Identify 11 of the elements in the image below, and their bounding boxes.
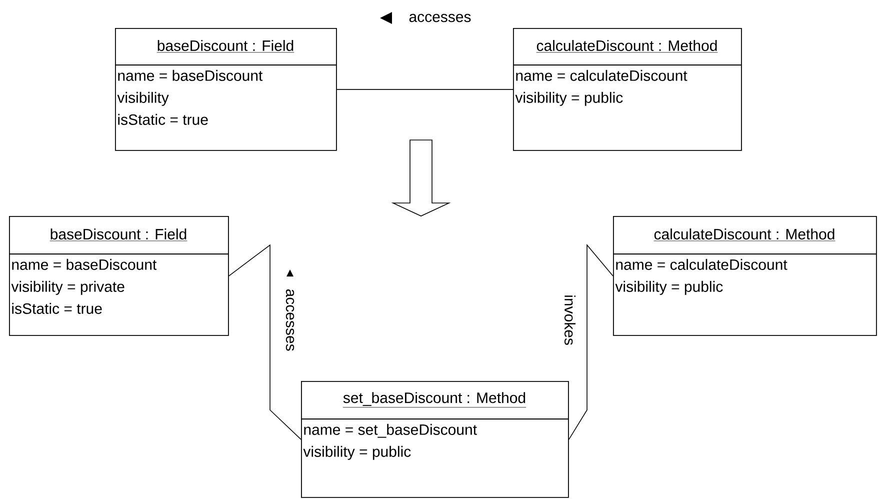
object-box: baseDiscount : Field name = baseDiscount visibility isStatic = true	[114, 28, 337, 151]
object-box: set_baseDiscount : Method name = set_baseDiscount visibility = public	[300, 381, 569, 498]
connector-line	[568, 244, 614, 440]
edge-label: accesses	[286, 289, 294, 351]
edge-label: invokes	[564, 296, 576, 345]
object-box: baseDiscount : Field name = baseDiscount visibility = private isStatic = true	[8, 216, 229, 336]
object-box: calculateDiscount : Method name = calculateDiscount visibility = public	[512, 28, 742, 151]
connector-line	[336, 89, 514, 90]
object-box: calculateDiscount : Method name = calculateDiscount visibility = public	[612, 216, 877, 336]
edge-label: accesses	[409, 14, 471, 22]
connector-line	[228, 244, 302, 440]
